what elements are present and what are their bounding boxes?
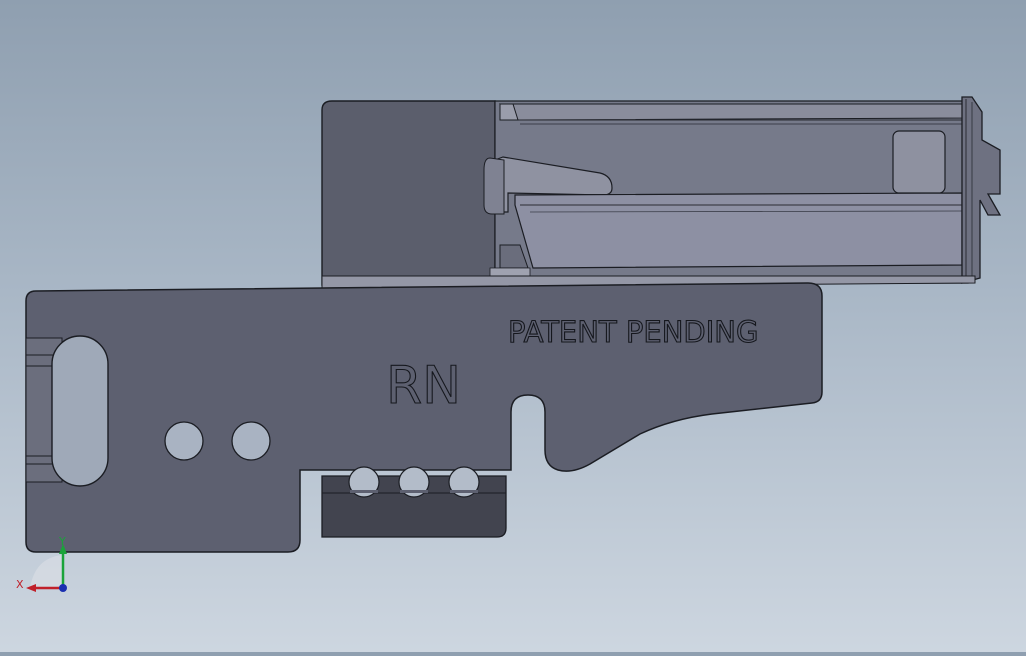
end-clip bbox=[961, 96, 1002, 284]
coordinate-triad: Y X bbox=[16, 535, 67, 592]
lower-rail bbox=[514, 192, 963, 269]
oval-slot bbox=[51, 335, 109, 487]
hole-2 bbox=[231, 421, 271, 461]
engraving-rn: RN bbox=[386, 356, 461, 416]
y-axis-label: Y bbox=[58, 535, 66, 548]
engraving-patent-pending: PATENT PENDING bbox=[508, 315, 758, 349]
detent-1 bbox=[348, 466, 380, 498]
top-rail bbox=[498, 103, 966, 121]
detent-2 bbox=[398, 466, 430, 498]
window-cutout bbox=[892, 130, 946, 194]
detent-3 bbox=[448, 466, 480, 498]
housing-end-block bbox=[321, 100, 496, 286]
x-axis-label: X bbox=[16, 578, 24, 591]
hole-1 bbox=[164, 421, 204, 461]
plate-body bbox=[25, 282, 823, 553]
main-plate bbox=[25, 282, 823, 553]
upper-housing bbox=[321, 96, 1002, 289]
latch-head bbox=[483, 157, 505, 215]
z-axis-dot bbox=[59, 584, 67, 592]
